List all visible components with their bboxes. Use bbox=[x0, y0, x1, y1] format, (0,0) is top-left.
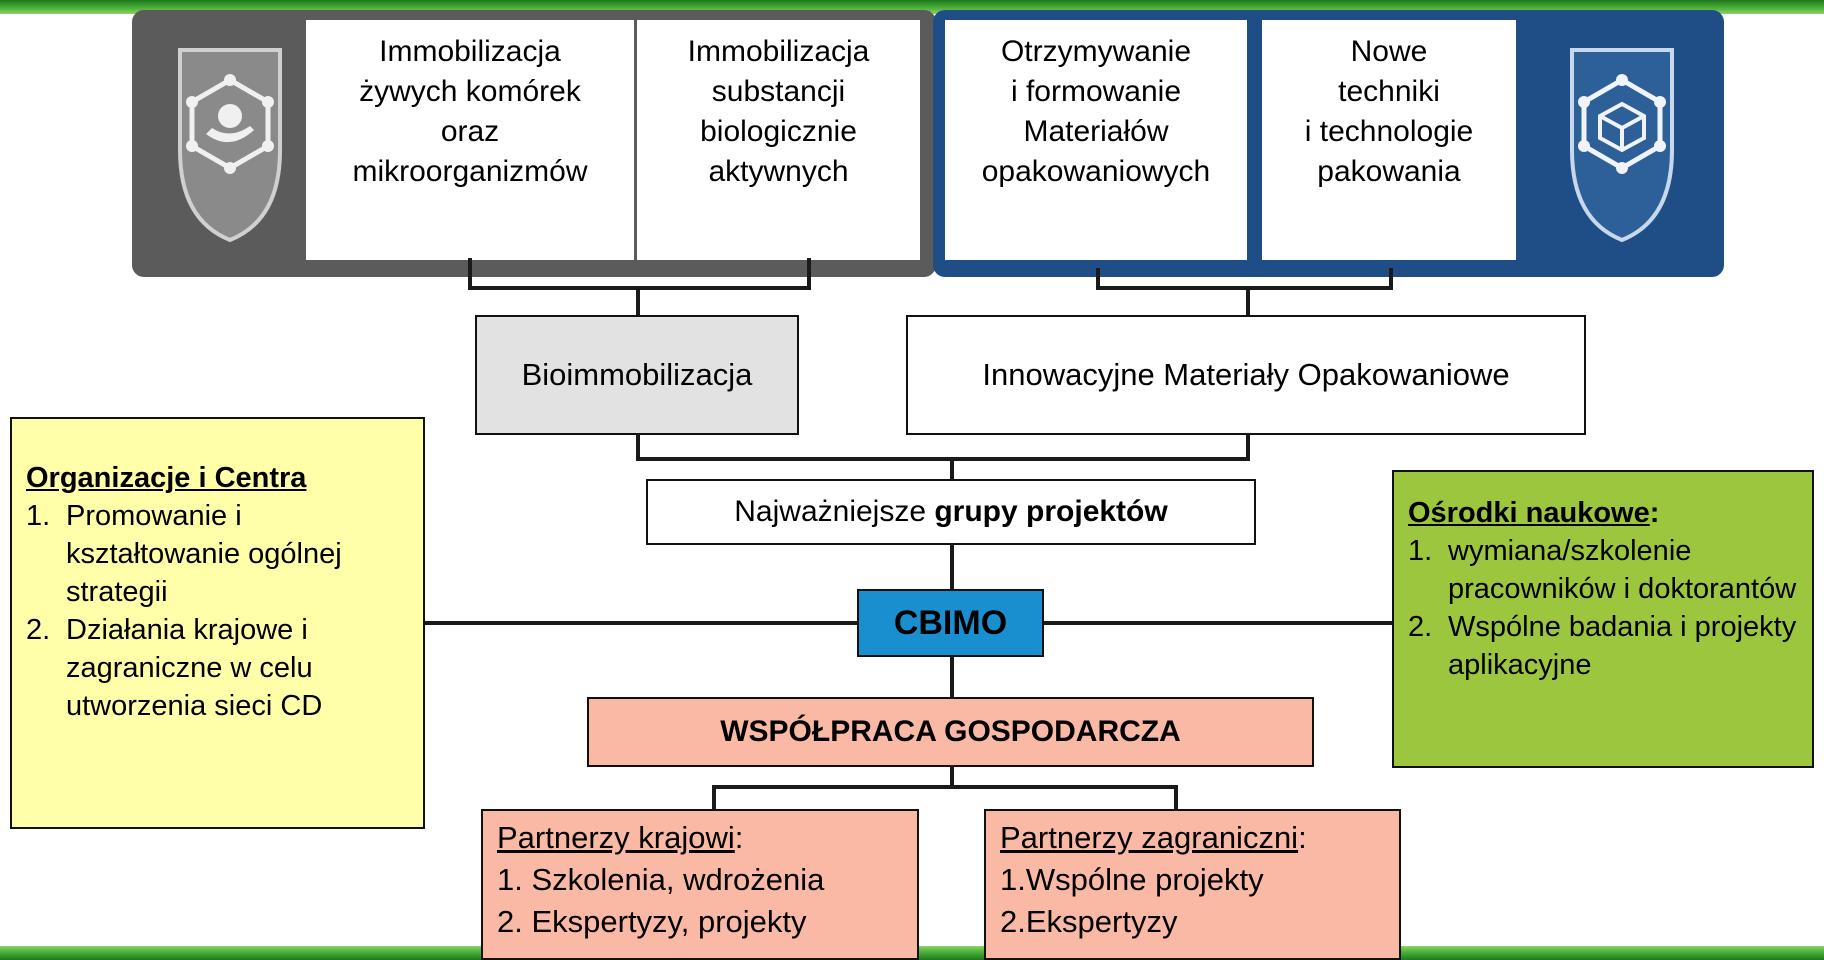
connector bbox=[423, 621, 859, 625]
item-number: 1. bbox=[26, 500, 51, 532]
connector bbox=[950, 543, 954, 591]
connector bbox=[636, 433, 640, 461]
connector bbox=[1389, 268, 1393, 290]
research-title-suffix: : bbox=[1649, 497, 1660, 529]
item-number: 2. bbox=[26, 614, 51, 646]
connector bbox=[636, 286, 640, 316]
research-list: 1. wymiana/szkolenie pracowników i doktor… bbox=[1408, 532, 1798, 684]
item-number: 2. bbox=[1408, 611, 1433, 643]
list-item: 2. Wspólne badania i projekty aplikacyjne bbox=[1408, 608, 1798, 684]
domestic-partners-title: Partnerzy krajowi bbox=[497, 820, 735, 855]
connector bbox=[636, 457, 1250, 461]
bio-substances-box: Immobilizacja substancji biologicznie ak… bbox=[637, 20, 920, 260]
domestic-partners-item: 1. Szkolenia, wdrożenia bbox=[497, 862, 825, 897]
pack-materials-box: Otrzymywanie i formowanie Materiałów opa… bbox=[945, 20, 1247, 260]
list-item: 2. Działania krajowe i zagraniczne w celu… bbox=[26, 611, 409, 725]
domestic-partners-title-line: Partnerzy krajowi: bbox=[497, 817, 903, 859]
foreign-partners-title: Partnerzy zagraniczni bbox=[1000, 820, 1299, 855]
project-groups-bold: grupy projektów bbox=[934, 495, 1168, 528]
foreign-partners-title-suffix: : bbox=[1298, 820, 1307, 855]
bio-cells-box: Immobilizacja żywych komórek oraz mikroo… bbox=[306, 20, 634, 260]
item-text: Wspólne badania i projekty aplikacyjne bbox=[1448, 611, 1797, 681]
organizations-title: Organizacje i Centra bbox=[26, 462, 307, 494]
connector bbox=[712, 785, 716, 811]
project-groups-box: Najważniejsze grupy projektów bbox=[646, 479, 1256, 545]
domestic-partners-title-suffix: : bbox=[734, 820, 744, 855]
organizations-list: 1. Promowanie i kształtowanie ogólnej str… bbox=[26, 497, 409, 725]
foreign-partners-title-line: Partnerzy zagraniczni: bbox=[1000, 817, 1385, 859]
cube-hexagon-shield-icon bbox=[1570, 48, 1674, 243]
list-item: 1. wymiana/szkolenie pracowników i doktor… bbox=[1408, 532, 1798, 608]
connector bbox=[807, 258, 811, 288]
cooperation-box: WSPÓŁPRACA GOSPODARCZA bbox=[587, 697, 1314, 767]
connector bbox=[1096, 286, 1393, 290]
research-centers-box: Ośrodki naukowe: 1. wymiana/szkolenie pra… bbox=[1392, 470, 1814, 768]
item-text: Promowanie i kształtowanie ogólnej strat… bbox=[66, 500, 342, 608]
research-title: Ośrodki naukowe bbox=[1408, 497, 1650, 529]
hand-hexagon-shield-icon bbox=[178, 48, 282, 243]
connector bbox=[1042, 621, 1394, 625]
connector bbox=[1246, 286, 1250, 316]
domestic-partners-box: Partnerzy krajowi: 1. Szkolenia, wdrożen… bbox=[481, 809, 919, 960]
item-number: 1. bbox=[1408, 535, 1433, 567]
connector bbox=[1174, 785, 1178, 811]
connector bbox=[1096, 268, 1100, 290]
connector bbox=[950, 457, 954, 481]
bioimmobilization-box: Bioimmobilizacja bbox=[475, 315, 799, 435]
connector bbox=[950, 765, 954, 789]
packaging-materials-box: Innowacyjne Materiały Opakowaniowe bbox=[906, 315, 1586, 435]
research-title-line: Ośrodki naukowe: bbox=[1408, 494, 1798, 532]
foreign-partners-box: Partnerzy zagraniczni: 1.Wspólne projekt… bbox=[984, 809, 1401, 960]
foreign-partners-item: 2.Ekspertyzy bbox=[1000, 904, 1178, 939]
organizations-box: Organizacje i Centra 1. Promowanie i kszt… bbox=[10, 417, 425, 829]
project-groups-prefix: Najważniejsze bbox=[734, 495, 935, 528]
pack-tech-box: Nowe techniki i technologie pakowania bbox=[1262, 20, 1516, 260]
connector bbox=[468, 258, 472, 288]
list-item: 1. Promowanie i kształtowanie ogólnej str… bbox=[26, 497, 409, 611]
connector bbox=[950, 655, 954, 699]
connector bbox=[1246, 433, 1250, 461]
foreign-partners-item: 1.Wspólne projekty bbox=[1000, 862, 1264, 897]
item-text: Działania krajowe i zagraniczne w celu u… bbox=[66, 614, 323, 722]
connector bbox=[712, 785, 1178, 789]
item-text: wymiana/szkolenie pracowników i doktoran… bbox=[1448, 535, 1797, 605]
domestic-partners-item: 2. Ekspertyzy, projekty bbox=[497, 904, 807, 939]
cbimo-box: CBIMO bbox=[857, 589, 1044, 657]
